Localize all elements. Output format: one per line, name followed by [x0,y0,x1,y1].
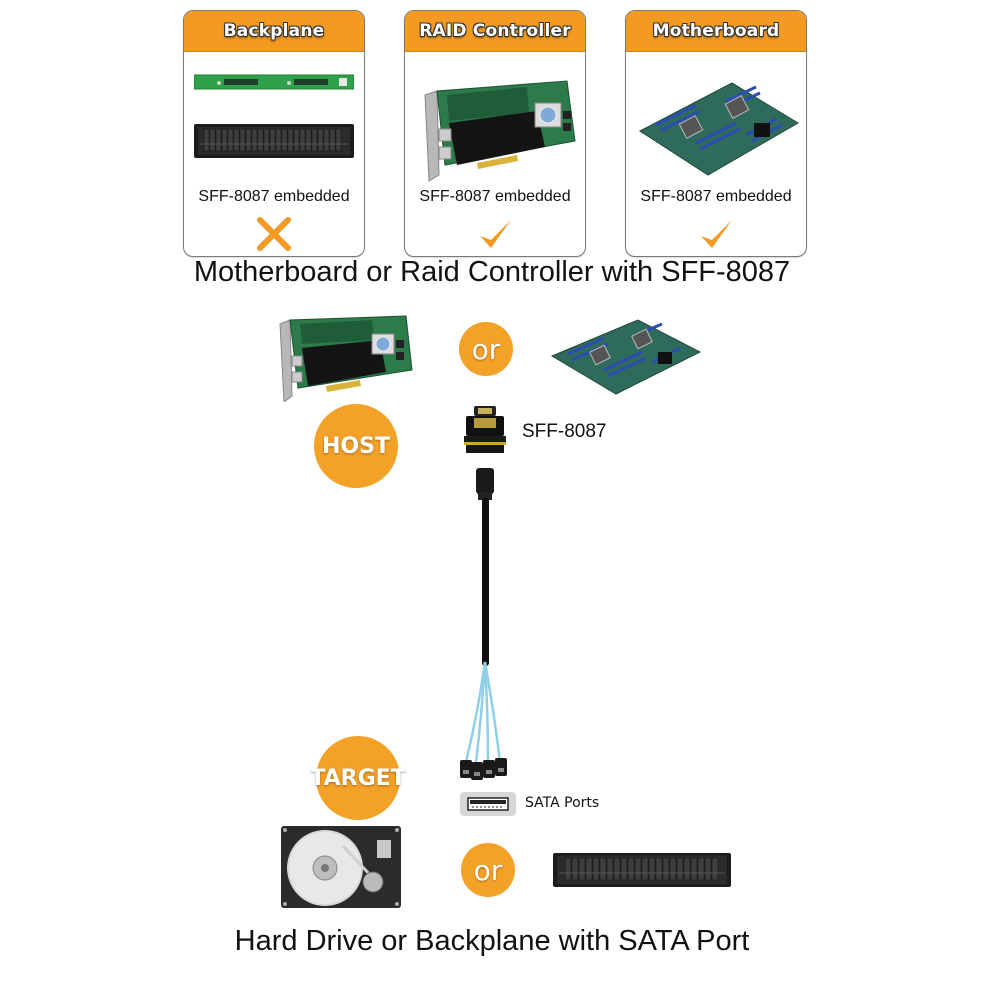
motherboard-image [639,82,799,176]
or-badge: or [459,322,513,376]
raid-card-image [424,80,576,182]
card-header: Motherboard [626,11,806,52]
bottom-heading: Hard Drive or Backplane with SATA Port [234,925,750,957]
card-header: RAID Controller [405,11,585,52]
raid-card-image [279,315,413,402]
host-badge: HOST [314,404,398,488]
card-title: Motherboard [652,21,780,41]
top-heading: Motherboard or Raid Controller with SFF-… [193,256,791,288]
server-rack-image [553,853,731,887]
motherboard-image [550,319,702,395]
server-rack-image [194,124,354,158]
backplane-pcb-image [194,74,354,90]
or-badge: or [461,843,515,897]
card-title: RAID Controller [419,21,571,41]
sata-ports-label: SATA Ports [525,795,600,811]
card-motherboard: Motherboard SFF-8087 embedded [625,10,807,257]
card-title: Backplane [223,21,325,41]
sata-port-icon [460,792,516,816]
cross-icon [257,217,291,251]
hard-drive-image [281,826,401,908]
card-label: SFF-8087 embedded [640,188,792,205]
check-icon [480,220,511,248]
sff-8087-connector-icon [464,406,506,453]
check-icon [701,220,732,248]
card-label: SFF-8087 embedded [198,188,350,205]
sff-8087-label: SFF-8087 [522,421,607,442]
sff-8087-to-sata-cable-image [460,468,507,780]
card-backplane: Backplane SFF-8087 embedded [183,10,365,257]
card-header: Backplane [184,11,364,52]
card-label: SFF-8087 embedded [419,188,571,205]
card-raid-controller: RAID Controller SFF-8087 embedded [404,10,586,257]
target-badge: TARGET [310,736,406,820]
